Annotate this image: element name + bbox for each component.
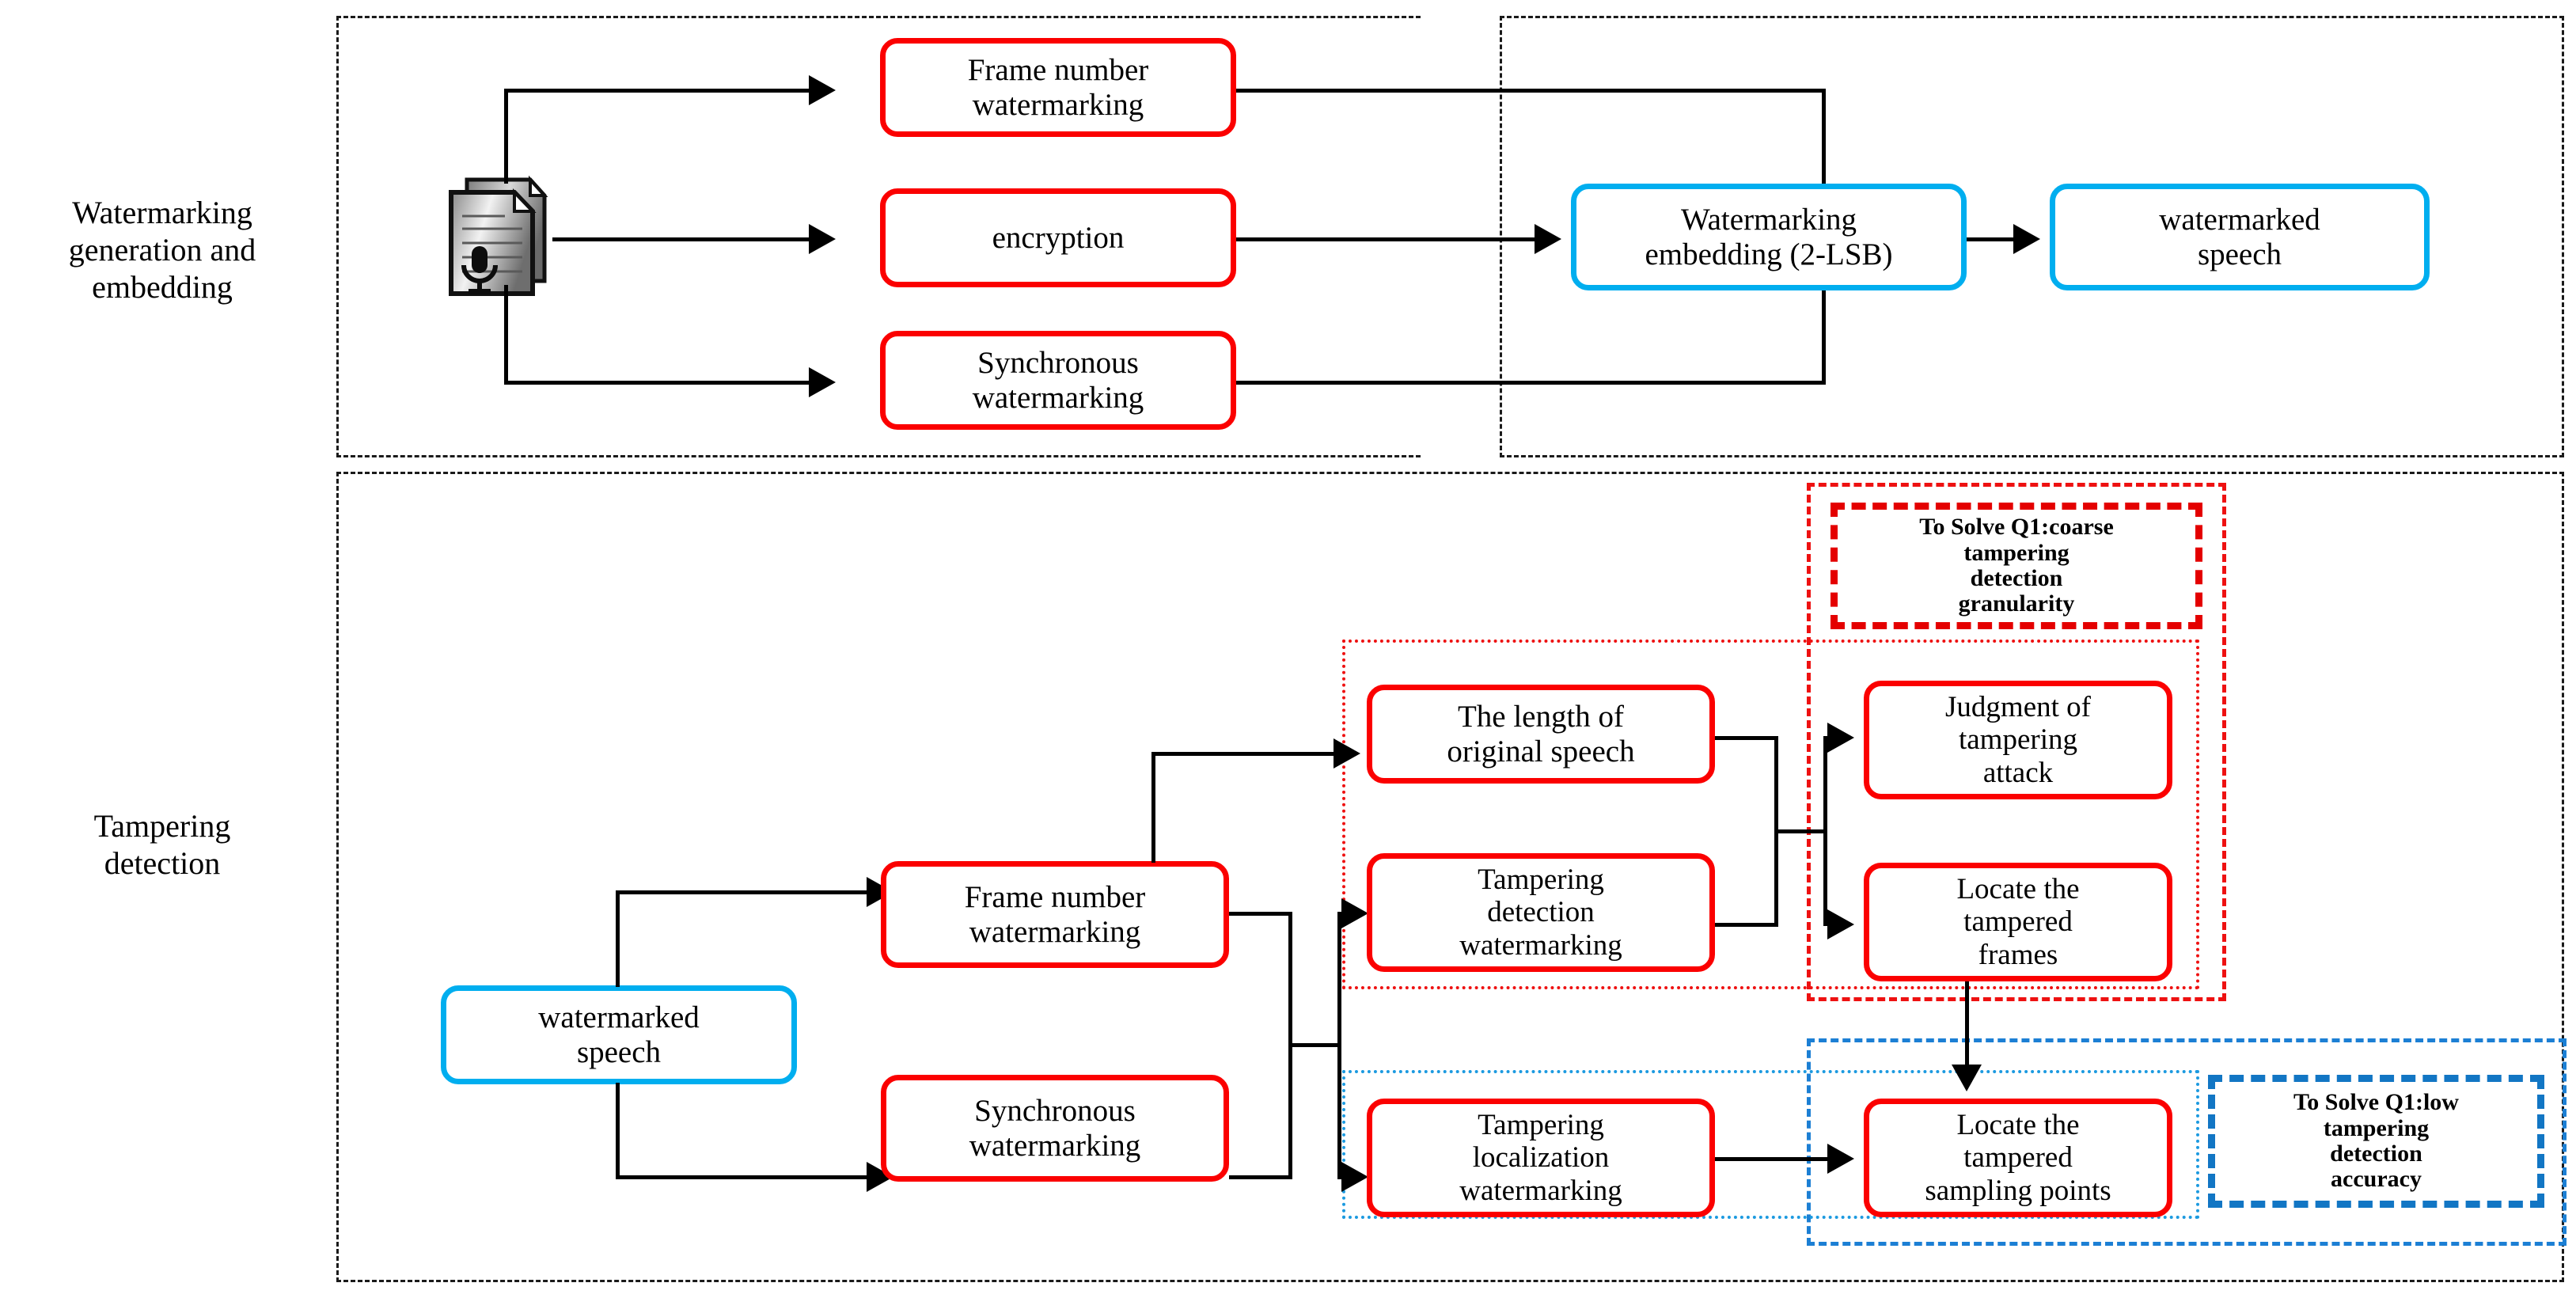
connector-bus-left-bottom — [1229, 1175, 1292, 1179]
group-blue-dashed-q1-low — [1807, 1038, 2567, 1246]
connector-embed-to-output — [1967, 237, 2018, 241]
connector-source-top-h — [504, 89, 813, 93]
connector-ws-split-up — [616, 890, 620, 987]
section-frame-generation-right — [1500, 16, 2564, 457]
arrowhead-embed-left — [1535, 224, 1561, 254]
connector-branch-top-h — [1151, 752, 1337, 756]
connector-bus-mid — [1288, 1043, 1341, 1047]
connector-frame-to-embed-v — [1822, 89, 1826, 195]
connector-merge-mid — [1774, 829, 1827, 833]
group-blue-dotted-localization — [1342, 1070, 2199, 1219]
arrowhead-to-length-of-original-speech — [1334, 738, 1360, 769]
connector-ws-split-down — [616, 1083, 620, 1179]
node-encryption[interactable]: encryption — [880, 188, 1236, 287]
speech-document-icon — [418, 170, 552, 305]
connector-merge-bottom — [1715, 923, 1778, 927]
connector-frame-to-embed-h — [1236, 89, 1826, 93]
connector-localization-to-sampling — [1715, 1157, 1830, 1161]
arrowhead-to-tampering-localization-wm — [1341, 1162, 1368, 1192]
arrowhead-to-watermarked-speech — [2013, 224, 2040, 254]
connector-source-bot-h — [504, 381, 813, 385]
arrowhead-to-judgment-of-tampering-attack — [1827, 723, 1854, 753]
connector-source-mid-h — [552, 237, 814, 241]
connector-source-down — [504, 285, 508, 385]
connector-ws-to-frame-h — [616, 890, 871, 894]
section-frame-detection — [336, 472, 2564, 1282]
group-red-dashed-q1-coarse — [1807, 483, 2226, 1001]
arrowhead-to-frame-number — [809, 75, 836, 105]
connector-source-up — [504, 89, 508, 184]
connector-bus-right-v — [1337, 912, 1341, 1179]
section-frame-generation-left — [336, 16, 1421, 457]
node-label: encryption — [992, 220, 1125, 255]
connector-encryption-to-embed — [1236, 237, 1538, 241]
connector-merge-top — [1715, 736, 1778, 740]
connector-sync-to-embed-v — [1822, 287, 1826, 382]
arrowhead-to-synchronous — [809, 367, 836, 397]
arrowhead-to-locate-tampered-frames — [1827, 909, 1854, 939]
group-red-dotted-main — [1342, 640, 2199, 989]
arrowhead-to-tampering-detection-wm — [1341, 898, 1368, 928]
connector-ws-to-sync-h — [616, 1175, 871, 1179]
connector-frames-to-sampling-v — [1965, 981, 1969, 1068]
arrowhead-to-locate-sampling-points — [1827, 1144, 1854, 1174]
arrowhead-to-encryption — [809, 224, 836, 254]
arrowhead-frames-to-sampling — [1952, 1065, 1982, 1091]
connector-merge-right-v — [1823, 736, 1827, 926]
connector-sync-to-embed-h — [1236, 381, 1826, 385]
connector-branch-top-v — [1151, 752, 1155, 863]
connector-bus-left-top — [1229, 912, 1292, 916]
